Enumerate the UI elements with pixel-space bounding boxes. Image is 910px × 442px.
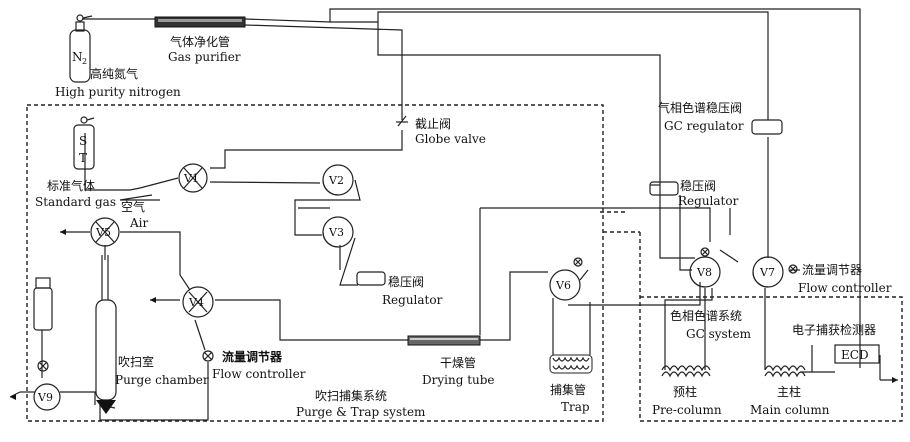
n2-subscript: 2	[82, 57, 87, 66]
flow-controller2-icon	[788, 264, 798, 274]
regulator2-en-label: Regulator	[678, 194, 739, 208]
nitrogen-cylinder-icon	[69, 14, 93, 83]
gc-system-boundary	[639, 296, 903, 422]
valve-v5	[90, 217, 120, 247]
purge-trap-system-boundary	[26, 104, 604, 422]
gc-regulator-cn-label: 气相色谱稳压阀	[658, 100, 742, 115]
regulator-icon	[356, 271, 386, 286]
nitrogen-cn-label: 高纯氮气	[90, 66, 138, 81]
regulator2-icon	[649, 181, 679, 196]
drying-tube-en-label: Drying tube	[422, 373, 495, 387]
outlet-arrow2-icon	[150, 297, 156, 303]
purge-trap-system-en-label: Purge & Trap system	[296, 405, 426, 419]
outlet-arrow3-icon	[10, 394, 16, 400]
valve-v5-label: V5	[95, 226, 111, 239]
gas-purifier-icon	[154, 16, 246, 28]
regulator-en-label: Regulator	[382, 293, 443, 307]
drying-tube-icon	[407, 335, 481, 346]
gc-regulator-icon	[751, 119, 783, 135]
valve-v8-indicator-icon	[700, 247, 710, 257]
valve-v7-label: V7	[759, 266, 775, 279]
flow-controller-icon	[202, 350, 214, 362]
gas-purifier-en-label: Gas purifier	[168, 50, 241, 64]
valve-v2	[322, 164, 354, 196]
gc-regulator-en-label: GC regulator	[664, 119, 744, 133]
standard-gas-cn-label: 标准气体	[47, 178, 95, 193]
pre-column-en-label: Pre-column	[652, 403, 722, 417]
trap-cn-label: 捕集管	[550, 382, 586, 397]
flow-controller-en-label: Flow controller	[212, 367, 306, 381]
regulator-cn-label: 稳压阀	[388, 274, 424, 289]
valve-v6-label: V6	[555, 279, 571, 292]
main-column-coil-icon	[764, 365, 806, 378]
valve-v6	[549, 269, 589, 301]
air-en-label: Air	[129, 216, 149, 230]
trap-en-label: Trap	[561, 400, 590, 414]
flow-controller2-cn-label: 流量调节器	[802, 263, 862, 277]
outlet-arrow-icon	[60, 229, 66, 235]
standard-gas-en-label: Standard gas	[35, 195, 116, 209]
standard-gas-cylinder-icon	[73, 116, 95, 170]
globe-valve-icon	[396, 115, 408, 127]
air-cn-label: 空气	[121, 199, 145, 214]
main-column-en-label: Main column	[750, 403, 830, 417]
purge-chamber-en-label: Purge chamber	[115, 373, 209, 387]
ecd-cn-label: 电子捕获检测器	[792, 322, 876, 337]
pre-column-cn-label: 预柱	[673, 384, 697, 399]
st-label-s: S	[79, 134, 87, 148]
globe-valve-cn-label: 截止阀	[415, 117, 451, 131]
pre-column-coil-icon	[661, 365, 711, 378]
valve-v4	[182, 286, 214, 318]
nitrogen-en-label: High purity nitrogen	[55, 85, 181, 99]
valve-v3-label: V3	[328, 226, 344, 239]
valve-v7	[752, 256, 784, 288]
gc-system-cn-label: 色相色谱系统	[670, 309, 742, 323]
valve-v6-indicator-icon	[573, 257, 583, 267]
purge-trap-system-cn-label: 吹扫捕集系统	[315, 388, 387, 403]
drying-tube-cn-label: 干燥管	[440, 355, 476, 370]
purge-chamber-icon	[95, 255, 117, 414]
valve-v9	[33, 383, 61, 411]
globe-valve-en-label: Globe valve	[415, 132, 486, 146]
ecd-label: ECD	[841, 348, 869, 362]
gc-system-en-label: GC system	[686, 327, 752, 341]
regulator2-cn-label: 稳压阀	[680, 178, 716, 193]
valve-v8-label: V8	[696, 266, 712, 279]
valve-v1-label: V1	[183, 172, 199, 185]
valve-v4-label: V4	[188, 296, 204, 309]
st-label-t: T	[79, 151, 87, 165]
flow-controller2-en-label: Flow controller	[798, 281, 892, 295]
valve-v1	[178, 163, 208, 193]
gas-purifier-cn-label: 气体净化管	[170, 34, 230, 49]
ecd-detector-icon	[834, 344, 880, 364]
valve-v9-label: V9	[37, 391, 53, 404]
trap-coil-icon	[549, 354, 593, 374]
syringe-icon	[33, 277, 53, 372]
valve-v3	[322, 216, 354, 248]
valve-v2-label: V2	[328, 174, 344, 187]
purge-chamber-cn-label: 吹扫室	[118, 354, 154, 369]
flow-controller-cn-label: 流量调节器	[222, 349, 283, 364]
n2-label: N	[72, 50, 83, 64]
valve-v8	[689, 256, 721, 288]
main-column-cn-label: 主柱	[777, 384, 801, 399]
